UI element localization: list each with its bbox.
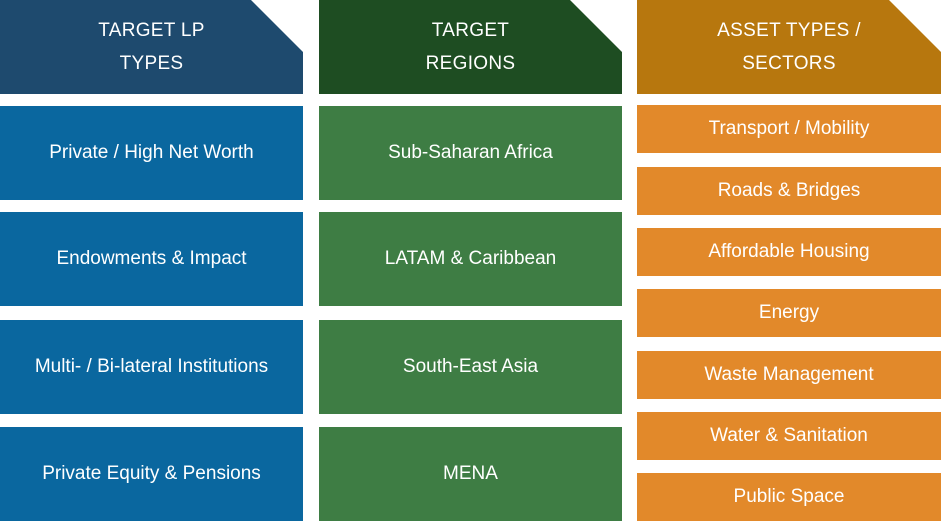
lp-type-item: Multi- / Bi-lateral Institutions: [0, 320, 303, 414]
lp-type-item: Private Equity & Pensions: [0, 427, 303, 521]
column-header: TARGET LP TYPES: [0, 0, 303, 94]
sector-item: Affordable Housing: [637, 228, 941, 276]
sector-item: Roads & Bridges: [637, 167, 941, 215]
corner-cut: [570, 0, 622, 52]
corner-cut: [889, 0, 941, 52]
column-header: TARGET REGIONS: [319, 0, 622, 94]
column-header-label: TARGET LP TYPES: [98, 20, 205, 74]
column-header-label: ASSET TYPES / SECTORS: [717, 20, 861, 74]
lp-type-item: Private / High Net Worth: [0, 106, 303, 200]
sector-item: Energy: [637, 289, 941, 337]
region-item: LATAM & Caribbean: [319, 212, 622, 306]
region-item: MENA: [319, 427, 622, 521]
sector-item: Transport / Mobility: [637, 105, 941, 153]
sector-item: Waste Management: [637, 351, 941, 399]
lp-type-item: Endowments & Impact: [0, 212, 303, 306]
region-item: South-East Asia: [319, 320, 622, 414]
sector-item: Public Space: [637, 473, 941, 521]
corner-cut: [251, 0, 303, 52]
region-item: Sub-Saharan Africa: [319, 106, 622, 200]
sector-item: Water & Sanitation: [637, 412, 941, 460]
column-header: ASSET TYPES / SECTORS: [637, 0, 941, 94]
column-header-label: TARGET REGIONS: [425, 20, 516, 74]
